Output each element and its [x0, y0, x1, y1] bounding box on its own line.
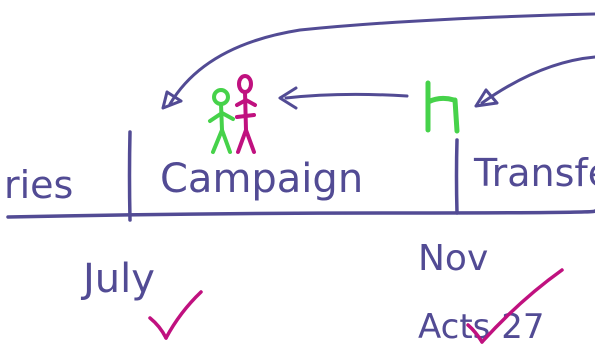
segment-label-3: Transfe [473, 151, 595, 195]
arrow-icon [278, 86, 298, 110]
arrow-icon [161, 90, 183, 110]
right-arc-arrow [480, 55, 595, 105]
strike-mark-icon [466, 268, 564, 344]
segment-label-2: Campaign [160, 156, 363, 202]
stick-figure-icon [235, 74, 257, 154]
segment-label-1: ries [4, 163, 73, 207]
long-arc-arrow [168, 12, 595, 106]
date-july: July [80, 256, 155, 302]
timeline-divider-1 [127, 130, 132, 222]
strike-mark-icon [148, 290, 203, 340]
arrow-icon [474, 88, 499, 108]
date-nov: Nov [418, 238, 488, 279]
stick-figure-icon [208, 88, 235, 154]
short-arrow [284, 92, 409, 100]
timeline-axis [6, 209, 595, 219]
timeline-divider-2 [454, 138, 459, 215]
standing-figure-icon [425, 80, 460, 134]
